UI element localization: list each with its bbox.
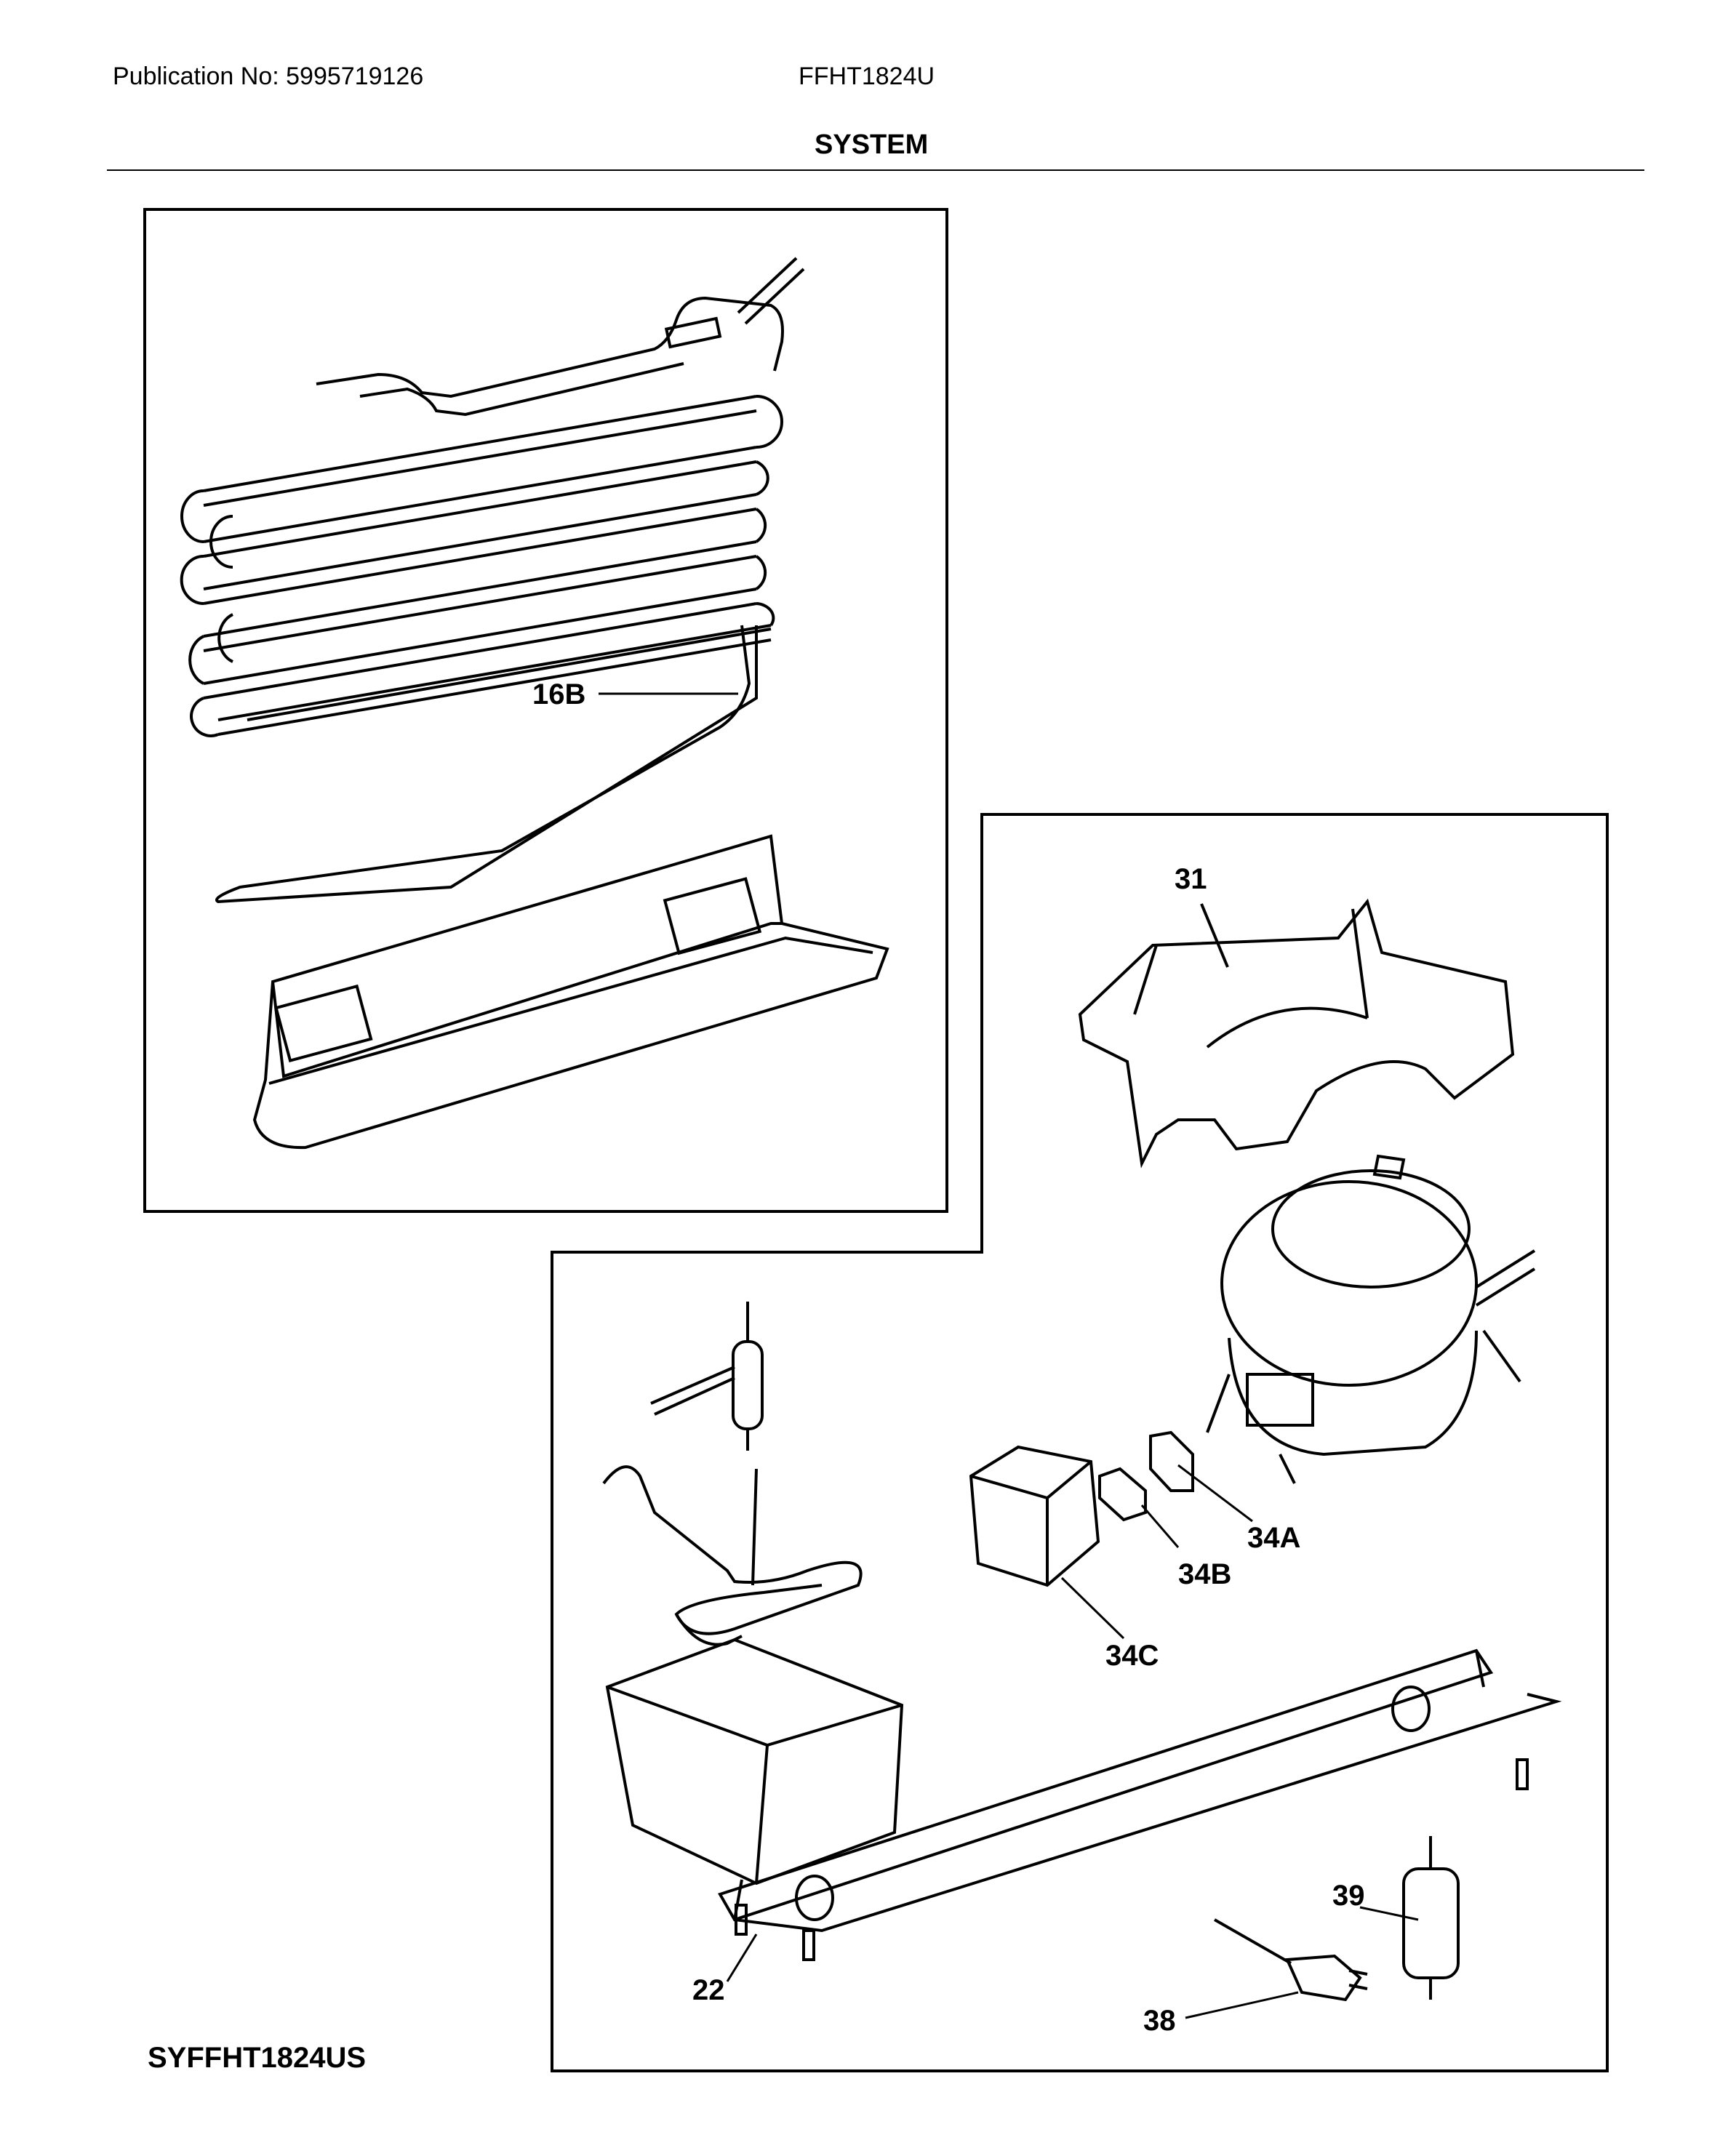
- condenser-coil: [180, 257, 805, 737]
- capillary-heater-loop: [602, 1465, 863, 1646]
- callout-38: 38: [1143, 2005, 1176, 2037]
- compressor: [1206, 1154, 1536, 1484]
- evaporator-drain-pan: [605, 1638, 904, 1886]
- callout-31: 31: [1175, 863, 1207, 895]
- callout-34A: 34A: [1247, 1522, 1300, 1554]
- relay-cover: [969, 1445, 1100, 1587]
- overload-protector: [1098, 1467, 1147, 1522]
- compressor-mounting-tray: [1078, 898, 1515, 1169]
- callout-16B: 16B: [532, 678, 585, 710]
- model-number: FFHT1824U: [799, 63, 935, 90]
- callout-22: 22: [692, 1974, 725, 2006]
- leader-38: [1185, 1991, 1299, 2019]
- condenser-drain-pan: [252, 834, 889, 1150]
- section-title: SYSTEM: [815, 129, 929, 160]
- publication-number: Publication No: 5995719126: [113, 63, 424, 90]
- diagram-code: SYFFHT1824US: [148, 2042, 367, 2074]
- callout-39: 39: [1332, 1880, 1365, 1912]
- base-rail-assembly: [718, 1648, 1562, 1933]
- upper-left-frame: [143, 208, 948, 1213]
- header-rule: [107, 169, 1644, 171]
- callout-34C: 34C: [1105, 1640, 1159, 1672]
- leader-34B: [1140, 1504, 1180, 1548]
- leader-34C: [1060, 1576, 1125, 1640]
- callout-34B: 34B: [1178, 1558, 1231, 1590]
- leader-34A: [1177, 1464, 1253, 1523]
- filter-drier: [650, 1302, 764, 1451]
- leader-39: [1359, 1906, 1419, 1921]
- drain-tube: [215, 625, 758, 904]
- power-cord: [1214, 1918, 1368, 2002]
- screw: [735, 1758, 1529, 1961]
- lower-right-frame: [551, 813, 1609, 2072]
- leader-22: [726, 1933, 758, 1982]
- run-capacitor: [1402, 1836, 1460, 2000]
- start-relay: [1149, 1430, 1194, 1492]
